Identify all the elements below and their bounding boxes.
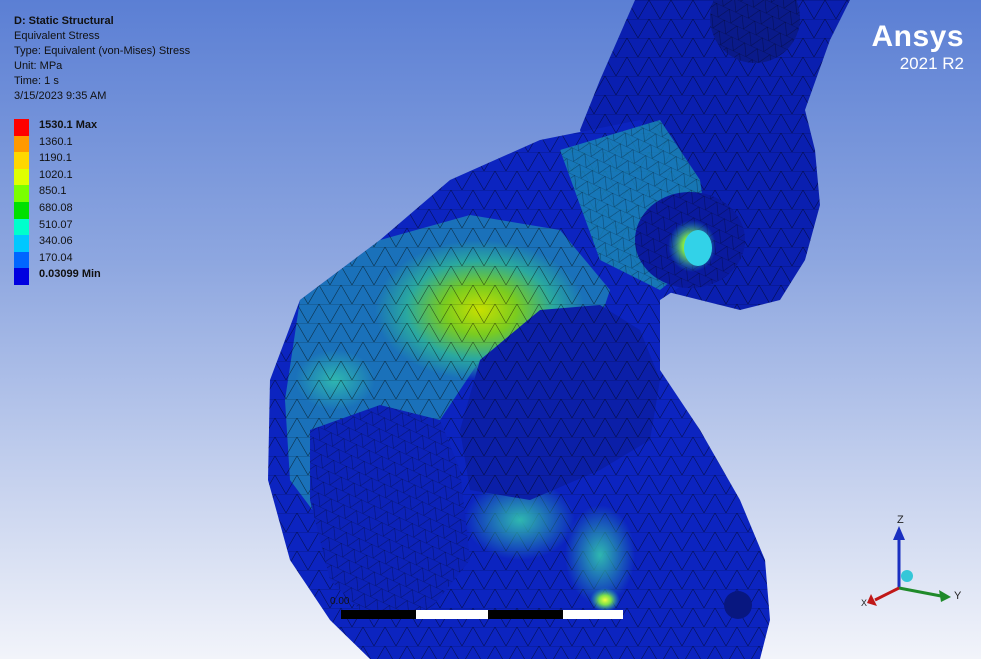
scale-segment	[341, 610, 416, 619]
legend-label: 850.1	[39, 185, 67, 198]
scale-segment	[416, 610, 488, 619]
legend-swatch	[14, 119, 29, 136]
legend-label: 1530.1 Max	[39, 119, 98, 131]
ansys-logo: Ansys 2021 R2	[871, 20, 964, 74]
result-name: Equivalent Stress	[14, 30, 100, 42]
scale-start-label: 0.00	[330, 596, 350, 607]
result-unit: Unit: MPa	[14, 60, 63, 72]
legend-label: 170.04	[39, 251, 73, 264]
legend-swatch	[14, 185, 29, 202]
scale-segment	[563, 610, 623, 619]
legend-swatch	[14, 135, 29, 153]
legend-label: 510.07	[39, 218, 73, 231]
analysis-title: D: Static Structural	[14, 15, 114, 27]
scale-ruler: 0.00	[330, 596, 630, 624]
legend-label: 1190.1	[39, 152, 72, 165]
legend-label: 340.06	[39, 235, 73, 248]
brand-name: Ansys	[871, 20, 964, 53]
legend-swatch	[14, 268, 29, 285]
legend-swatch	[14, 235, 29, 252]
result-type: Type: Equivalent (von-Mises) Stress	[14, 45, 191, 57]
result-date: 3/15/2023 9:35 AM	[14, 90, 107, 102]
legend-swatch	[14, 168, 29, 186]
triad-y-label: Y	[954, 590, 962, 602]
legend-label: 680.08	[39, 201, 73, 214]
legend-label: 1360.1	[39, 135, 73, 148]
triad-z-label: Z	[897, 514, 904, 526]
scale-segment	[488, 610, 563, 619]
legend-label: 1020.1	[39, 168, 73, 181]
triad-axes-icon	[867, 526, 951, 606]
legend-swatch	[14, 152, 29, 169]
result-info: D: Static Structural Equivalent Stress T…	[14, 14, 190, 104]
legend-swatch	[14, 218, 29, 236]
legend-swatch	[14, 201, 29, 219]
result-time: Time: 1 s	[14, 75, 59, 87]
brand-version: 2021 R2	[899, 54, 964, 73]
legend-label: 0.03099 Min	[39, 268, 101, 281]
triad-x-label: X	[861, 598, 868, 608]
coordinate-triad[interactable]: Z Y X	[855, 510, 965, 620]
legend-swatch	[14, 251, 29, 269]
